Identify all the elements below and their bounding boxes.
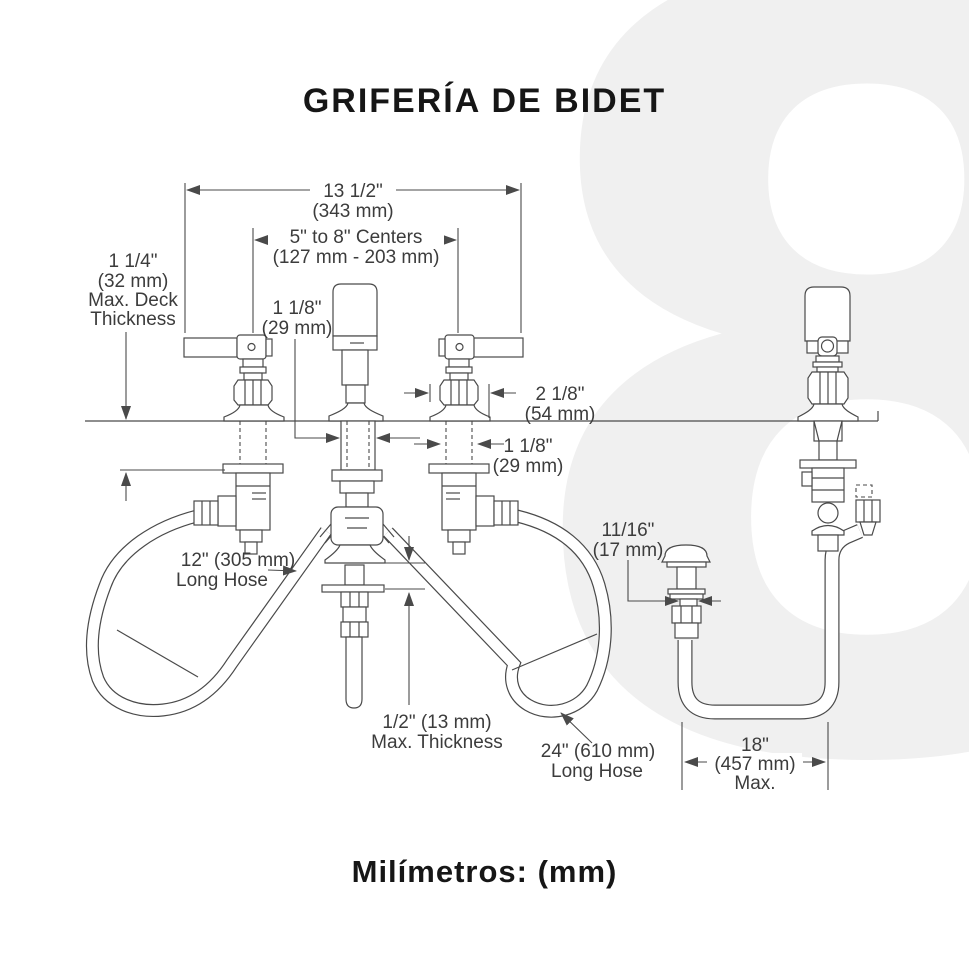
dim-spout-shank: 1 1/8" (29 mm) — [262, 298, 420, 443]
dim-hose-24: 24" (610 mm) Long Hose — [541, 712, 655, 782]
dim-deck-thickness: 1 1/4" (32 mm) Max. Deck Thickness — [88, 251, 225, 501]
dim-deck-thickness-label1: Max. Deck — [88, 290, 178, 311]
dim-rim-thickness-value: 1/2" (13 mm) — [382, 712, 491, 733]
right-outlet-fitting — [475, 495, 519, 527]
dim-handle-centers-value: 5" to 8" Centers — [290, 227, 423, 248]
dim-hose-18-mm: (457 mm) — [714, 754, 795, 775]
dim-rim-thickness-label: Max. Thickness — [371, 732, 503, 753]
dim-hose-12-value: 12" (305 mm) — [181, 550, 295, 571]
dim-overall-width: 13 1/2" (343 mm) — [184, 181, 522, 333]
dim-hose-18-label: Max. — [734, 773, 775, 794]
dim-valve-shank-value: 1 1/8" — [503, 436, 552, 457]
dim-escutcheon-width: 2 1/8" (54 mm) — [404, 384, 595, 425]
dim-spray-shank: 11/16" (17 mm) — [593, 520, 721, 606]
dim-valve-shank: 1 1/8" (29 mm) — [414, 436, 563, 477]
right-handle-valve — [428, 334, 524, 555]
spray-shank-part — [661, 544, 711, 639]
dim-handle-centers-mm: (127 mm - 203 mm) — [273, 247, 440, 268]
dim-hose-12-label: Long Hose — [176, 570, 268, 591]
dim-deck-thickness-value: 1 1/4" — [108, 251, 157, 272]
dim-hose-24-value: 24" (610 mm) — [541, 741, 655, 762]
dim-hose-12: 12" (305 mm) Long Hose — [176, 550, 297, 591]
spout-shank — [331, 420, 383, 508]
dim-rim-thickness: 1/2" (13 mm) Max. Thickness — [371, 536, 503, 753]
hose-12-inch — [85, 509, 332, 718]
dim-deck-thickness-label2: Thickness — [90, 309, 176, 330]
dim-spray-shank-value: 11/16" — [602, 520, 655, 541]
supply-hose-u — [677, 524, 863, 720]
units-note: Milímetros: (mm) — [351, 854, 618, 889]
dim-deck-thickness-mm: (32 mm) — [98, 271, 169, 292]
left-outlet-fitting — [193, 495, 237, 527]
dim-escutcheon-value: 2 1/8" — [535, 384, 584, 405]
dim-overall-width-value: 13 1/2" — [323, 181, 383, 202]
dim-hose-18: 18" (457 mm) Max. — [681, 722, 829, 794]
dim-escutcheon-mm: (54 mm) — [525, 404, 596, 425]
dim-handle-centers: 5" to 8" Centers (127 mm - 203 mm) — [252, 226, 459, 333]
rough-in-valve — [797, 286, 881, 552]
center-spout — [328, 283, 384, 422]
page-title: GRIFERÍA DE BIDET — [302, 82, 667, 120]
dim-hose-24-label: Long Hose — [551, 761, 643, 782]
dim-spout-shank-value: 1 1/8" — [272, 298, 321, 319]
dim-spray-shank-mm: (17 mm) — [593, 540, 664, 561]
hose-24-inch — [383, 509, 612, 718]
dim-spout-shank-mm: (29 mm) — [262, 318, 333, 339]
dim-overall-width-mm: (343 mm) — [312, 201, 393, 222]
left-handle-valve — [183, 334, 285, 555]
dim-hose-18-value: 18" — [741, 735, 769, 756]
spout-tee-assembly — [319, 506, 395, 709]
dim-valve-shank-mm: (29 mm) — [493, 456, 564, 477]
